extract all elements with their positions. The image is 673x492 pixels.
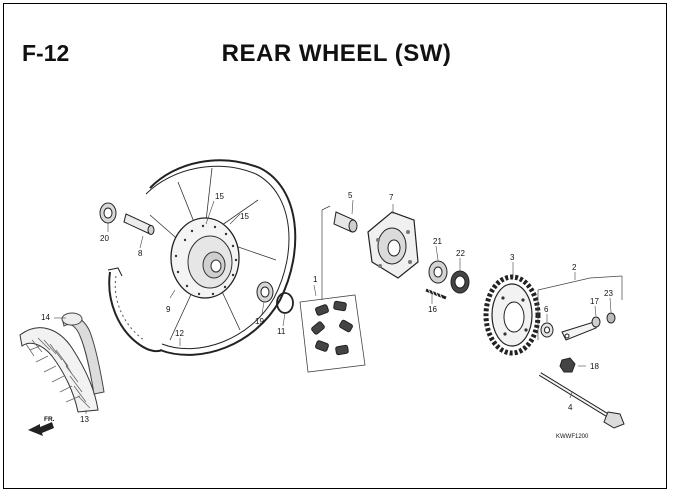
rim-illustration <box>107 159 297 356</box>
section-code: F-12 <box>22 40 70 66</box>
stud-bolt-16-illustration <box>425 287 447 300</box>
collar-5-illustration <box>333 211 358 233</box>
oil-seal-22-illustration <box>450 270 470 294</box>
page-title: REAR WHEEL (SW) <box>221 40 452 67</box>
callout-12: 12 <box>175 329 184 338</box>
callout-21: 21 <box>433 237 442 246</box>
callout-19: 19 <box>255 317 264 326</box>
axle-nut-18-illustration <box>559 357 576 373</box>
callout-17: 17 <box>590 297 599 306</box>
callout-23: 23 <box>604 289 613 298</box>
callout-8: 8 <box>138 249 143 258</box>
chain-adjuster-group-illustration <box>537 275 623 341</box>
callout-13: 13 <box>80 415 89 424</box>
callout-5: 5 <box>348 191 353 200</box>
inner-tube-illustration <box>61 312 105 395</box>
leader-lines <box>54 199 612 414</box>
drawing-code: KWWF1200 <box>556 434 589 440</box>
callout-15-lower: 15 <box>240 212 249 221</box>
driven-flange-7-illustration <box>321 205 419 300</box>
bearing-21-illustration <box>428 260 448 284</box>
tire-illustration <box>19 327 99 413</box>
damper-rubber-set-illustration <box>299 294 366 373</box>
callout-16: 16 <box>428 305 437 314</box>
callout-labels: 1 2 3 4 5 6 7 8 9 11 12 13 14 15 15 16 1… <box>41 191 613 424</box>
page-frame <box>3 3 667 489</box>
callout-18: 18 <box>590 362 599 371</box>
callout-20: 20 <box>100 234 109 243</box>
distance-collar-8-illustration <box>123 213 155 235</box>
bearing-19-illustration <box>256 281 274 303</box>
final-driven-sprocket-illustration <box>483 274 541 356</box>
callout-9: 9 <box>166 305 171 314</box>
bearing-20-illustration <box>99 202 117 224</box>
front-direction-label: FR. <box>44 416 55 423</box>
callout-6: 6 <box>544 305 549 314</box>
callout-15-upper: 15 <box>215 192 224 201</box>
callout-3: 3 <box>510 253 515 262</box>
hub-illustration <box>170 217 240 299</box>
front-direction-arrow: FR. <box>28 416 55 436</box>
callout-7: 7 <box>389 193 394 202</box>
callout-14: 14 <box>41 313 50 322</box>
callout-2: 2 <box>572 263 577 272</box>
rear-axle-illustration <box>538 372 625 429</box>
callout-4: 4 <box>568 403 573 412</box>
callout-1: 1 <box>313 275 318 284</box>
callout-22: 22 <box>456 249 465 258</box>
callout-11: 11 <box>277 327 286 336</box>
